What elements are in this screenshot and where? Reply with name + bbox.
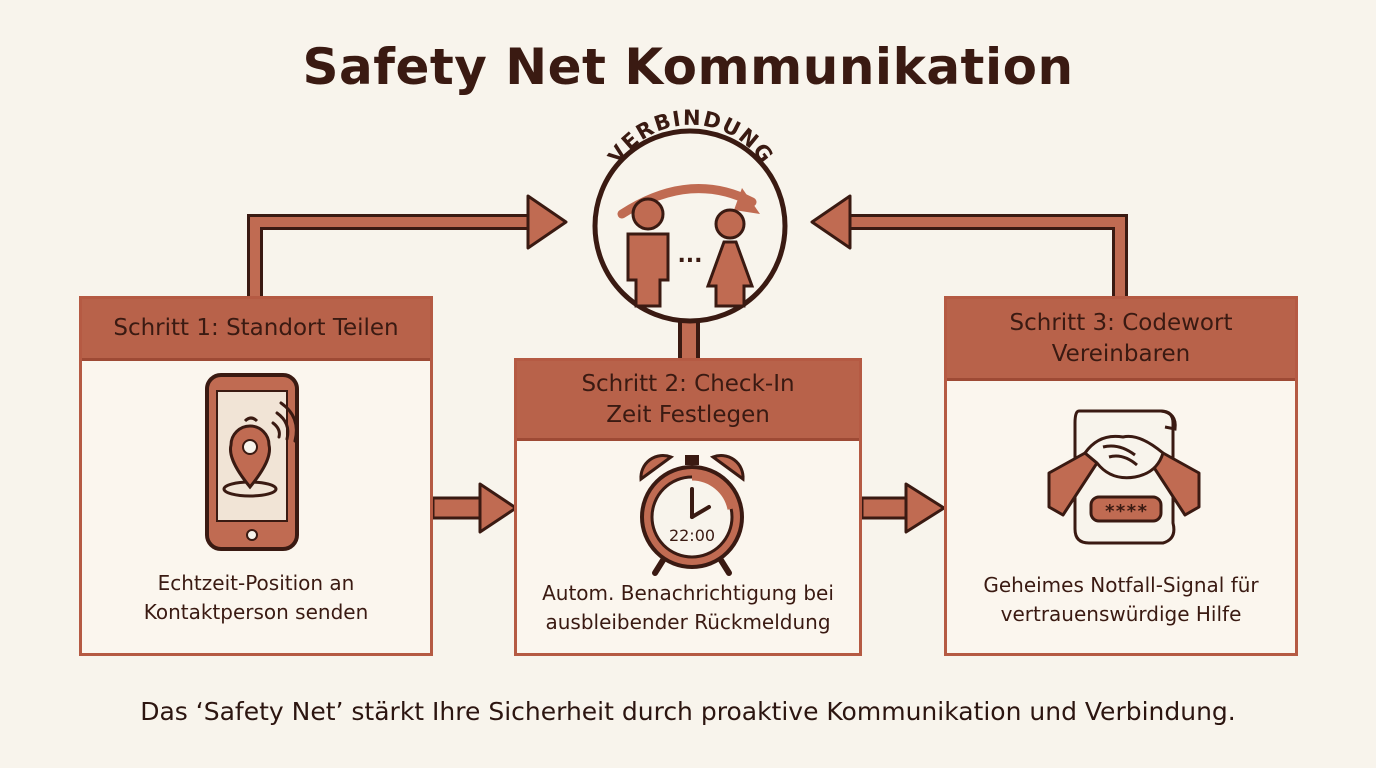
step-2-description: Autom. Benachrichtigung bei ausbleibende…: [542, 581, 834, 634]
footer-note: Das ‘Safety Net’ stärkt Ihre Sicherheit …: [140, 697, 1236, 726]
step-1-description: Echtzeit-Position an Kontaktperson sende…: [143, 571, 369, 624]
arrow-step2-to-step3: [860, 482, 946, 534]
person-man-icon: [626, 197, 670, 308]
arrow-step3-to-hub: [810, 194, 1128, 298]
connection-hub: VERBINDUNG ...: [592, 106, 788, 324]
step-2-header: Schritt 2: Check-In Zeit Festlegen: [517, 361, 859, 441]
step-3-header: Schritt 3: Codewort Vereinbaren: [947, 299, 1295, 381]
clock-time: 22:00: [669, 526, 715, 545]
step-3-description: Geheimes Notfall-Signal für vertrauenswü…: [983, 573, 1259, 626]
step-1-header: Schritt 1: Standort Teilen: [82, 299, 430, 361]
step-3-card: Schritt 3: Codewort Vereinbaren **** Geh…: [944, 296, 1298, 656]
arrow-step1-to-step2: [431, 482, 518, 534]
code-word: ****: [1104, 501, 1147, 522]
hub-dots: ...: [677, 243, 702, 268]
step-2-card: Schritt 2: Check-In Zeit Festlegen 22:00…: [514, 358, 862, 656]
person-woman-icon: [705, 208, 755, 308]
alarm-clock-icon: 22:00: [639, 453, 745, 576]
step-1-card: Schritt 1: Standort Teilen Echtzeit-Posi…: [79, 296, 433, 656]
handshake-code-icon: ****: [1047, 409, 1201, 545]
location-phone-icon: [205, 373, 299, 551]
page-title: Safety Net Kommunikation: [302, 38, 1074, 96]
arrow-step1-to-hub: [247, 194, 568, 298]
